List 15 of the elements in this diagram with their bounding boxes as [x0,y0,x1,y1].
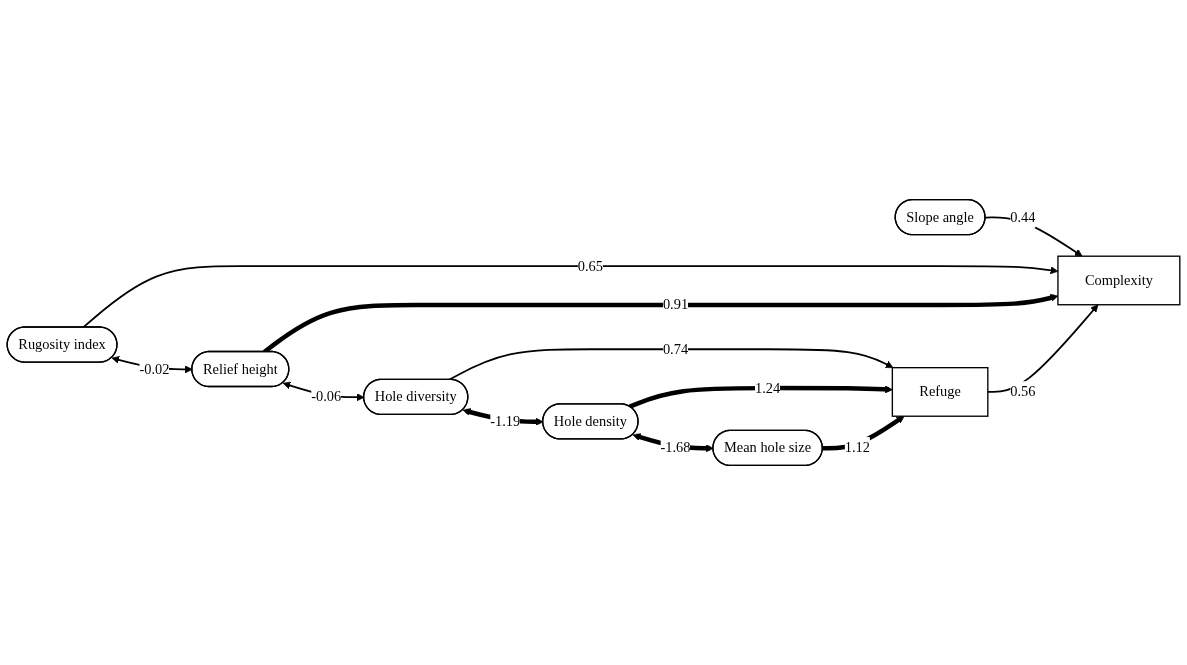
edge-label: 0.56 [1010,383,1036,400]
edge-label: 1.24 [755,380,781,396]
edge-label: 0.44 [1010,209,1036,225]
arrow [628,385,893,409]
arrow [448,348,894,381]
node-box: Refuge [891,367,989,417]
edge-label: -0.06 [311,388,342,405]
edge-label: -1.68 [660,439,691,456]
node-box: Complexity [1057,255,1181,306]
edge-label: -1.19 [490,413,521,429]
edge-label: 0.74 [662,341,689,357]
edge-label: 0.65 [577,258,603,274]
edge-label: -0.02 [139,360,170,377]
edge-label: 0.91 [662,296,689,313]
edge-label: 1.12 [844,439,870,456]
